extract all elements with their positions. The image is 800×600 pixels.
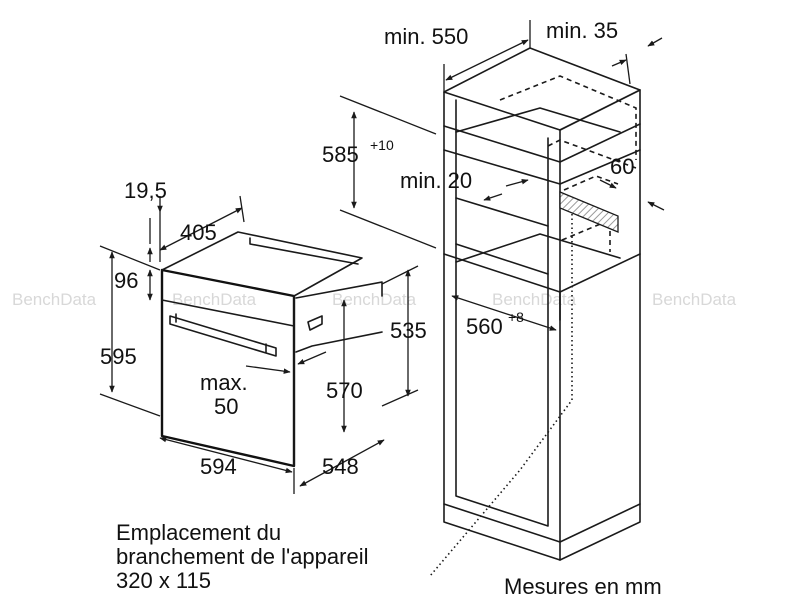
oven-panel-line — [161, 299, 295, 327]
connection-note-line2: branchement de l'appareil — [116, 544, 368, 569]
dim-line-min-20 — [505, 178, 529, 187]
label-535: 535 — [390, 318, 427, 343]
connection-note-line1: Emplacement du — [116, 520, 281, 545]
oven-side-vent — [307, 315, 323, 331]
cabinet-plinth-side — [559, 503, 641, 561]
cabinet-hidden-back — [561, 218, 611, 252]
dim-line-405 — [159, 207, 243, 251]
connection-leader — [429, 214, 573, 577]
niche-back-line — [455, 233, 621, 263]
label-405: 405 — [180, 220, 217, 245]
oven-side-top — [295, 281, 383, 299]
oven-door-handle — [169, 313, 277, 357]
label-548: 548 — [322, 454, 359, 479]
label-585-tolerance: +10 — [370, 137, 394, 153]
watermark-text: BenchData — [332, 290, 417, 309]
cabinet-top — [443, 47, 641, 131]
oven-dimensions: 19,5 405 96 595 max. 50 570 535 594 548 — [99, 178, 427, 494]
upper-shelf-back — [455, 107, 621, 133]
label-60: 60 — [610, 154, 634, 179]
cabinet-drawing — [429, 47, 641, 577]
oven-top-rim — [249, 237, 359, 265]
cabinet-hidden-shelf — [547, 139, 637, 169]
oven-drawing — [160, 231, 383, 468]
cabinet-right-side — [559, 89, 641, 543]
notes: Emplacement du branchement de l'appareil… — [116, 520, 662, 599]
dim-line-594 — [159, 436, 293, 474]
dim-line-548 — [299, 439, 385, 487]
label-585: 585 — [322, 142, 359, 167]
connection-note-line3: 320 x 115 — [116, 568, 211, 593]
dim-line-min-550 — [445, 39, 529, 81]
niche-floor — [455, 243, 549, 275]
cabinet-hidden-vent — [563, 175, 619, 191]
label-594: 594 — [200, 454, 237, 479]
cabinet-dimensions: min. 550 min. 35 585 +10 min. 20 60 560 … — [322, 18, 665, 339]
label-min-550: min. 550 — [384, 24, 468, 49]
label-min-20: min. 20 — [400, 168, 472, 193]
upper-shelf — [443, 123, 641, 163]
oven-top-face — [161, 231, 363, 297]
label-595: 595 — [100, 344, 137, 369]
oven-side-step — [295, 331, 383, 353]
watermark-text: BenchData — [12, 290, 97, 309]
dim-line-min-35 — [611, 59, 627, 67]
label-max-value: 50 — [214, 394, 238, 419]
watermark-text: BenchData — [172, 290, 257, 309]
upper-shelf-front — [443, 149, 641, 185]
label-570: 570 — [326, 378, 363, 403]
cabinet-front-left — [443, 91, 561, 543]
label-max: max. — [200, 370, 248, 395]
cabinet-hidden-top — [499, 75, 637, 160]
ventilation-opening — [559, 191, 619, 233]
watermark-text: BenchData — [492, 290, 577, 309]
dim-line-max-50 — [245, 365, 291, 374]
label-560: 560 — [466, 314, 503, 339]
label-19-5: 19,5 — [124, 178, 167, 203]
niche-top-front — [455, 197, 549, 227]
watermark-text: BenchData — [652, 290, 737, 309]
niche-shelf-line — [443, 253, 641, 293]
dim-line-60 — [599, 179, 617, 189]
dim-line-560 — [451, 295, 557, 331]
label-560-tolerance: +8 — [508, 309, 524, 325]
cabinet-plinth — [443, 503, 561, 561]
units-note: Mesures en mm — [504, 574, 662, 599]
label-min-35: min. 35 — [546, 18, 618, 43]
label-96: 96 — [114, 268, 138, 293]
